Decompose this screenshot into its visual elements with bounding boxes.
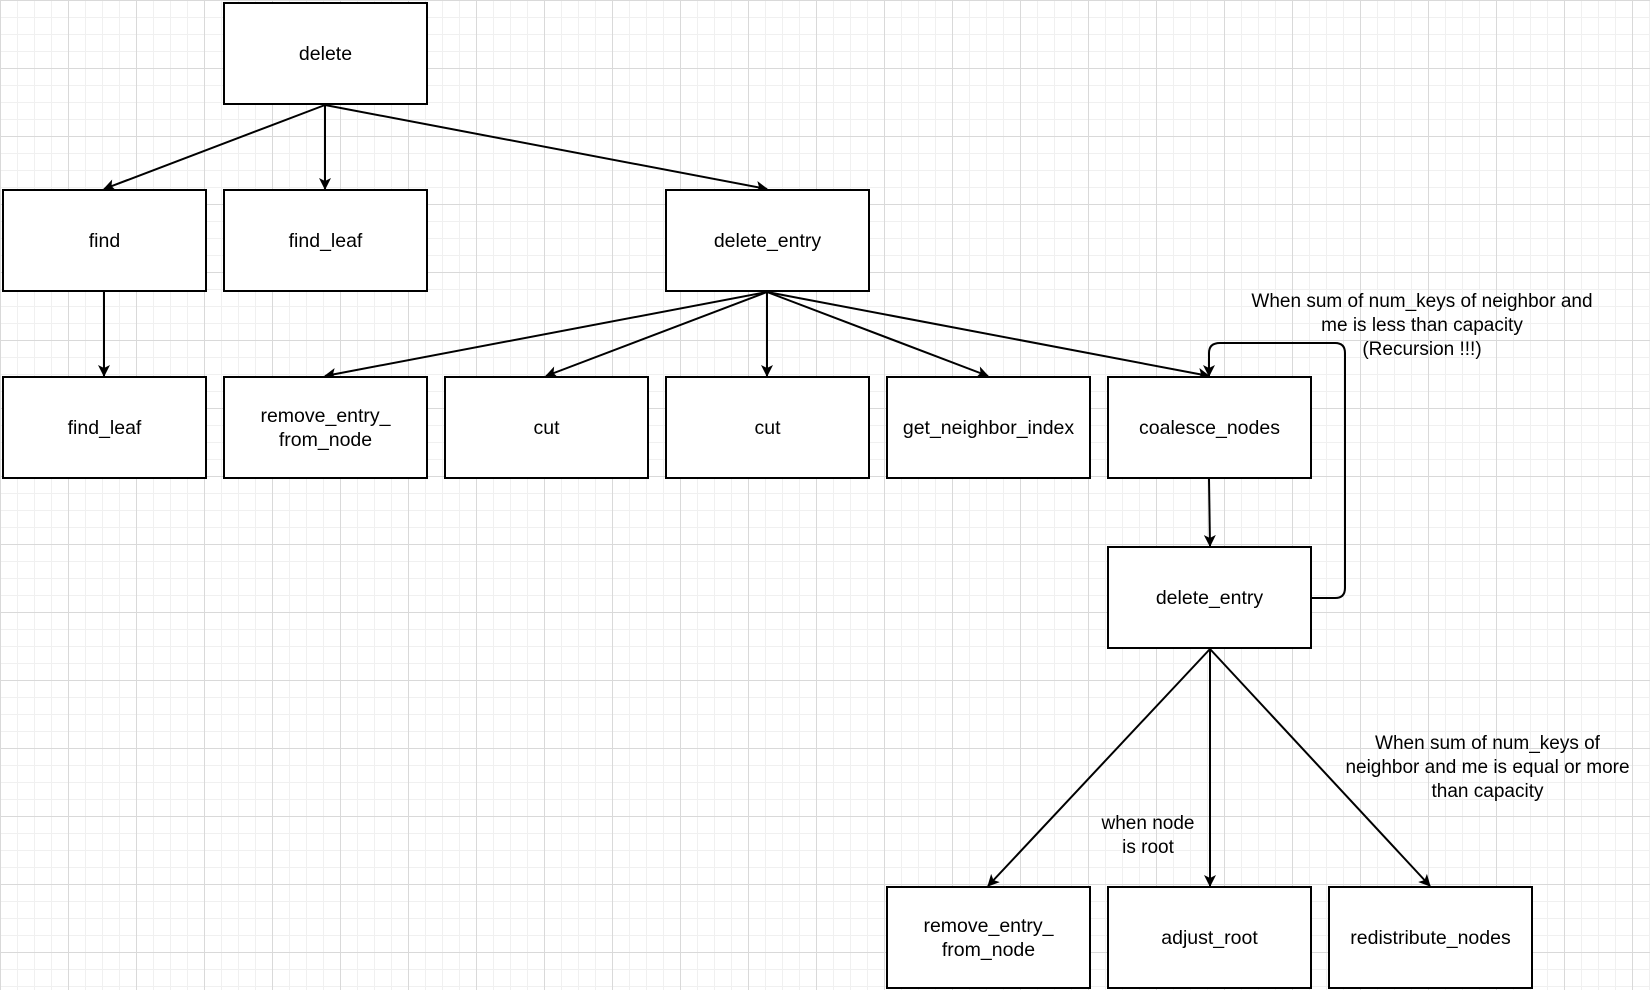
edge-delete-entry-to-get-neighbor-index — [766, 291, 989, 378]
node-adjust-root[interactable]: adjust_root — [1107, 886, 1312, 989]
edge-delete-entry-to-redistribute — [1209, 648, 1431, 887]
node-cut-2[interactable]: cut — [665, 376, 870, 479]
node-delete[interactable]: delete — [223, 2, 428, 105]
edge-coalesce-to-delete-entry — [1203, 478, 1216, 547]
edge-delete-to-find — [103, 104, 326, 191]
node-delete-entry-recursive[interactable]: delete_entry — [1107, 546, 1312, 649]
annotation-root: when node is root — [1101, 813, 1195, 858]
node-get-neighbor-index[interactable]: get_neighbor_index — [886, 376, 1091, 479]
node-coalesce-nodes[interactable]: coalesce_nodes — [1107, 376, 1312, 479]
edge-recursion-loop — [1203, 342, 1346, 599]
node-find[interactable]: find — [2, 189, 207, 292]
edge-delete-entry-to-coalesce-nodes — [766, 291, 1210, 380]
node-delete-entry-top[interactable]: delete_entry — [665, 189, 870, 292]
node-remove-entry-from-node-1[interactable]: remove_entry_ from_node — [223, 376, 428, 479]
node-find-leaf-top[interactable]: find_leaf — [223, 189, 428, 292]
annotation-recursion: When sum of num_keys of neighbor and me … — [1251, 291, 1593, 360]
edge-delete-entry-to-cut-1 — [545, 291, 768, 378]
node-find-leaf-bottom[interactable]: find_leaf — [2, 376, 207, 479]
edge-delete-to-delete-entry — [324, 104, 768, 193]
edge-delete-entry-to-remove-entry-2 — [987, 648, 1211, 887]
annotation-redistribute: When sum of num_keys of neighbor and me … — [1345, 733, 1630, 802]
node-remove-entry-from-node-2[interactable]: remove_entry_ from_node — [886, 886, 1091, 989]
node-redistribute-nodes[interactable]: redistribute_nodes — [1328, 886, 1533, 989]
node-cut-1[interactable]: cut — [444, 376, 649, 479]
edge-delete-entry-to-remove-entry — [324, 291, 768, 380]
